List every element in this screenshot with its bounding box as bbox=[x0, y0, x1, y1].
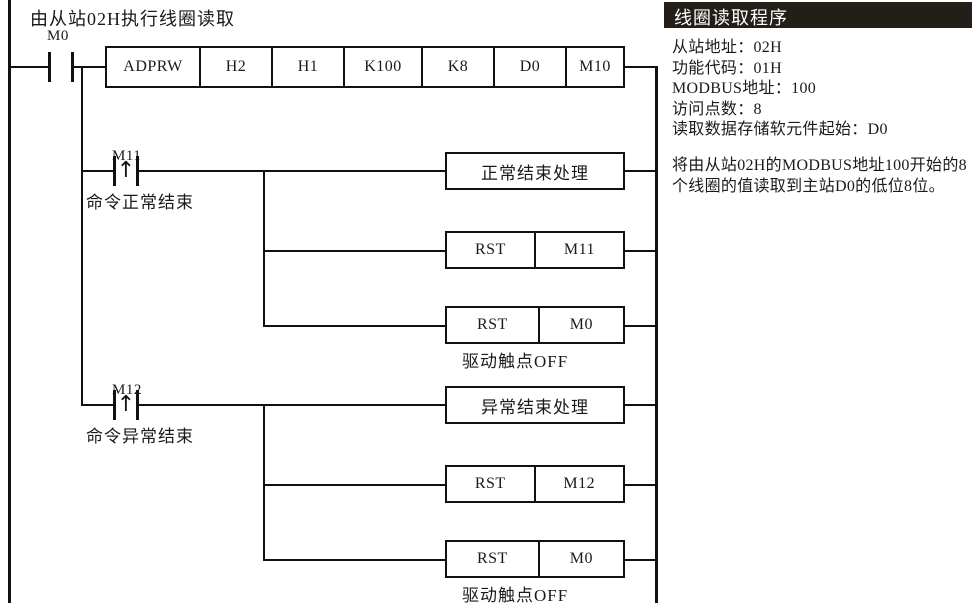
info-panel-title: 线圈读取程序 bbox=[674, 8, 788, 28]
contact-comment-m12: 命令异常结束 bbox=[86, 427, 194, 446]
contact-m0 bbox=[48, 52, 74, 82]
contact-device-label-m12: M12 bbox=[112, 382, 142, 398]
instruction-operand-2: K100 bbox=[343, 48, 421, 86]
instruction-box-adprw: ADPRW H2 H1 K100 K8 D0 M10 bbox=[105, 46, 625, 88]
wire-m12-to-output1 bbox=[139, 404, 445, 406]
output-box-rst-m12: RST M12 bbox=[445, 465, 625, 503]
instruction-operand-1: H1 bbox=[271, 48, 343, 86]
wire-bus-to-m11 bbox=[81, 170, 113, 172]
output-device: M0 bbox=[537, 542, 623, 576]
output-instruction: RST bbox=[475, 241, 506, 258]
instruction-operand-4: D0 bbox=[493, 48, 565, 86]
spec-modbus-address: MODBUS地址：100 bbox=[672, 80, 817, 97]
instruction-operand-5: M10 bbox=[565, 48, 623, 86]
wire-rst-m11-to-rail bbox=[625, 250, 657, 252]
output-instruction: RST bbox=[476, 550, 508, 567]
output-box-normal-process: 正常结束处理 bbox=[445, 152, 625, 190]
contact-m11-rising-edge: ↑ bbox=[113, 156, 139, 186]
contact-bar-right bbox=[136, 156, 139, 186]
wire-branch-to-rst-m11 bbox=[263, 250, 445, 252]
spec-storage-device: 读取数据存储软元件起始：D0 bbox=[672, 121, 888, 138]
wire-branch-to-rst-m12 bbox=[263, 484, 445, 486]
contact-bar-left bbox=[113, 156, 116, 186]
contact-comment-m11: 命令正常结束 bbox=[86, 193, 194, 212]
instruction-operand-0: H2 bbox=[199, 48, 271, 86]
spec-function-code: 功能代码：01H bbox=[672, 59, 782, 77]
rising-edge-arrow-icon: ↑ bbox=[116, 158, 136, 183]
contact-m12-rising-edge: ↑ bbox=[113, 390, 139, 420]
wire-m0-to-adprw bbox=[74, 66, 105, 68]
contact-bar-right bbox=[71, 52, 74, 82]
output-box-rst-m0-error: RST M0 bbox=[445, 540, 625, 578]
branch-bus-vertical bbox=[81, 66, 83, 404]
spec-slave-address: 从站地址：02H bbox=[672, 39, 782, 56]
right-collector-rail bbox=[655, 66, 658, 603]
info-panel: 线圈读取程序 从站地址：02H 功能代码：01H MODBUS地址：100 访问… bbox=[660, 0, 972, 603]
wire-rst-m12-to-rail bbox=[625, 484, 657, 486]
wire-bus-to-m12 bbox=[81, 404, 113, 406]
wire-m11-to-output1 bbox=[139, 170, 445, 172]
contact-bar-right bbox=[136, 390, 139, 420]
info-panel-header: 线圈读取程序 bbox=[664, 2, 972, 28]
contact-bar-left bbox=[113, 390, 116, 420]
info-panel-body: 从站地址：02H 功能代码：01H MODBUS地址：100 访问点数：8 读取… bbox=[672, 38, 968, 197]
output-box-error-process: 异常结束处理 bbox=[445, 386, 625, 424]
instruction-name: ADPRW bbox=[123, 58, 183, 75]
branch-vertical-rung3 bbox=[263, 404, 265, 561]
output-instruction: RST bbox=[474, 475, 506, 492]
output-device: M12 bbox=[533, 467, 623, 501]
contact-bar-left bbox=[48, 52, 51, 82]
wire-error-output1-to-rail bbox=[625, 404, 657, 406]
wire-rail-to-m0 bbox=[10, 66, 48, 68]
output-box-rst-m11: RST M11 bbox=[445, 231, 625, 269]
wire-rst-m0-error-to-rail bbox=[625, 559, 657, 561]
rising-edge-arrow-icon: ↑ bbox=[116, 392, 136, 417]
instruction-operand-3: K8 bbox=[421, 48, 493, 86]
wire-branch-to-rst-m0-error bbox=[263, 559, 445, 561]
output-label: 正常结束处理 bbox=[481, 163, 589, 183]
wire-rst-m0-to-rail bbox=[625, 325, 657, 327]
rung-comment-main: 由从站02H执行线圈读取 bbox=[30, 9, 235, 29]
left-power-rail bbox=[8, 0, 11, 603]
output-label: 异常结束处理 bbox=[481, 397, 589, 417]
contact-device-label-m11: M11 bbox=[112, 148, 142, 164]
output-device: M0 bbox=[537, 308, 623, 342]
panel-description: 将由从站02H的MODBUS地址100开始的8个线圈的值读取到主站D0的低位8位… bbox=[672, 156, 967, 195]
output-device: M11 bbox=[533, 233, 623, 267]
branch-vertical-rung2 bbox=[263, 170, 265, 327]
wire-adprw-to-right-rail bbox=[625, 66, 657, 68]
output-box-rst-m0-normal: RST M0 bbox=[445, 306, 625, 344]
output-instruction: RST bbox=[476, 316, 508, 333]
spec-access-points: 访问点数：8 bbox=[672, 100, 762, 118]
wire-output1-to-rail bbox=[625, 170, 657, 172]
output-comment-drive-off-error: 驱动触点OFF bbox=[462, 586, 569, 605]
wire-branch-to-rst-m0 bbox=[263, 325, 445, 327]
contact-device-label-m0: M0 bbox=[47, 28, 69, 44]
output-comment-drive-off-normal: 驱动触点OFF bbox=[462, 352, 569, 371]
